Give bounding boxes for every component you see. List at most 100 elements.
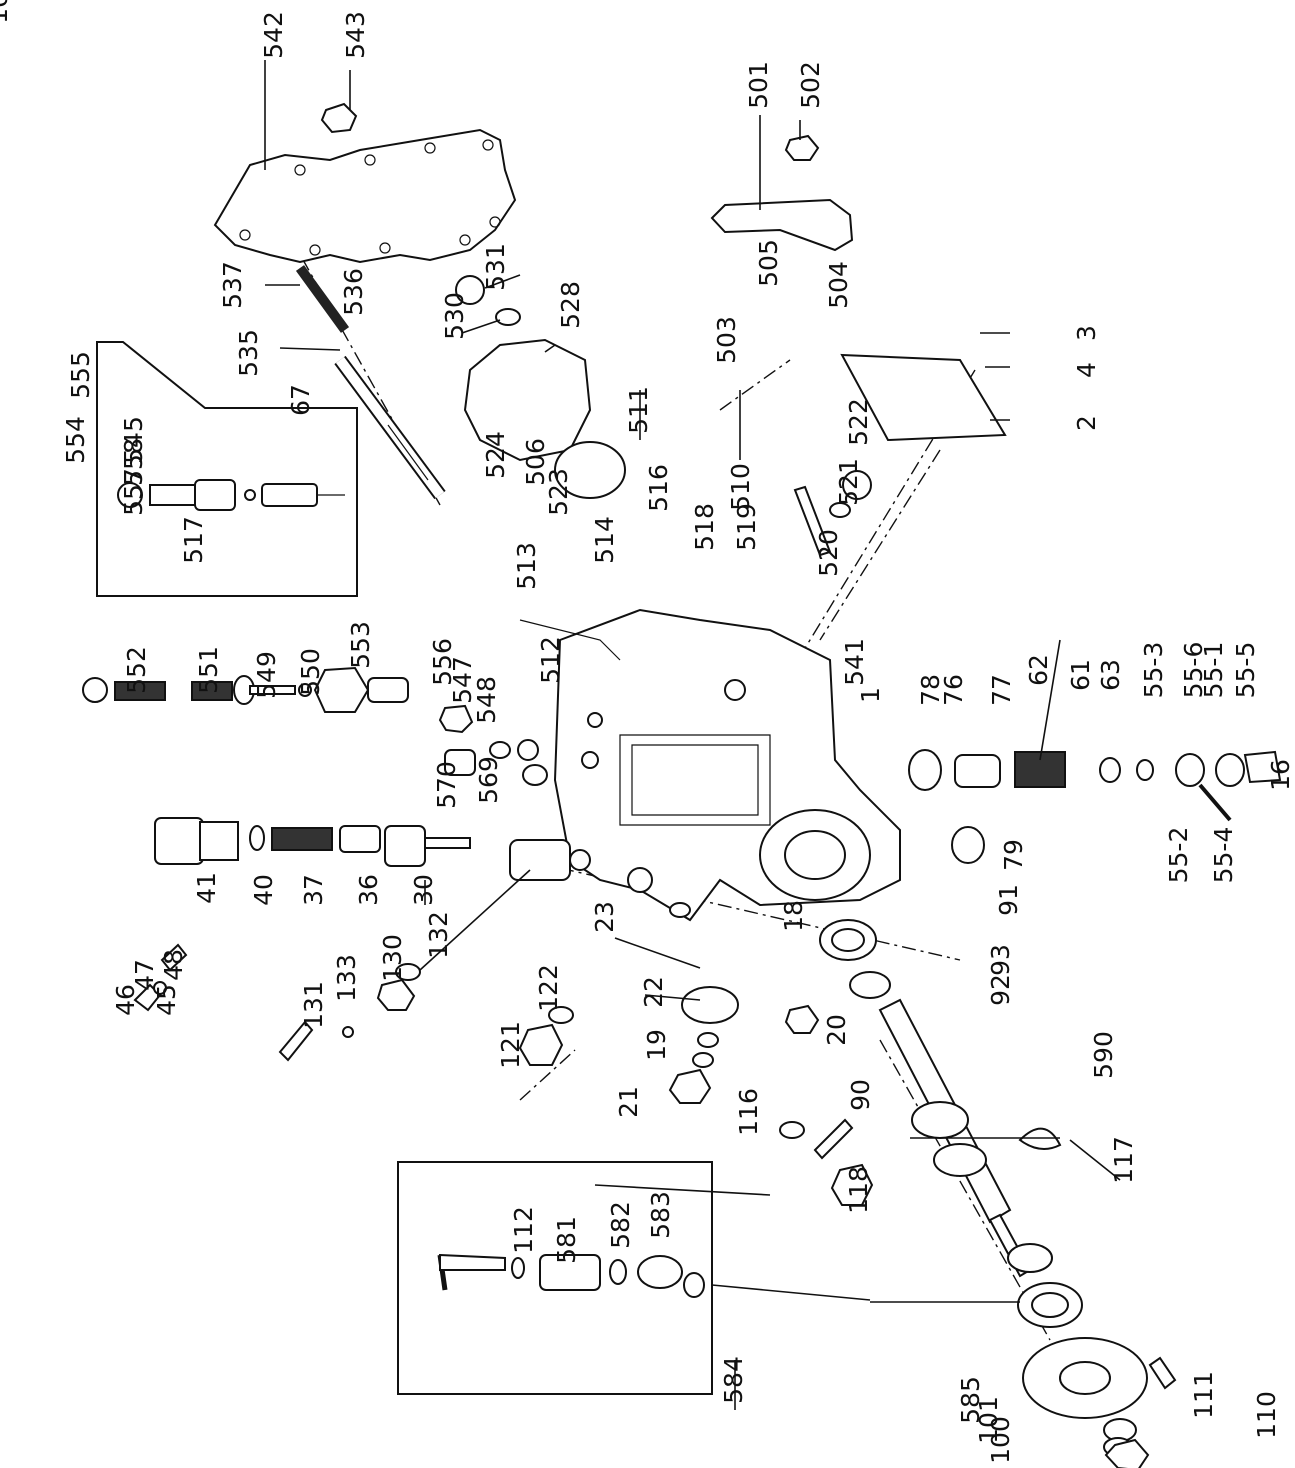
callout-501: 501 <box>744 61 773 109</box>
callout-570: 570 <box>432 761 461 809</box>
callout-518: 518 <box>690 503 719 551</box>
callout-91: 91 <box>994 884 1023 916</box>
callout-569: 569 <box>474 756 503 804</box>
callout-100: 100 <box>986 1416 1015 1464</box>
plunger-spring-group <box>908 749 1282 864</box>
governor-cover <box>463 338 592 462</box>
bearings <box>819 919 1083 1328</box>
callout-55-4: 55-4 <box>1209 827 1238 884</box>
callout-503: 503 <box>712 316 741 364</box>
callout-585: 585 <box>956 1376 985 1424</box>
callout-584: 584 <box>719 1356 748 1404</box>
callout-79: 79 <box>999 839 1028 871</box>
callout-55-1: 55-1 <box>1199 642 1228 699</box>
fasteners <box>133 102 874 1206</box>
callout-61: 61 <box>1066 659 1095 691</box>
end-flange <box>1022 1337 1148 1457</box>
callout-20: 20 <box>822 1014 851 1046</box>
callout-133: 133 <box>332 954 361 1002</box>
callout-112: 112 <box>509 1206 538 1254</box>
callout-502: 502 <box>796 61 825 109</box>
callout-55-2: 55-2 <box>1164 827 1193 884</box>
callout-557: 557 <box>119 468 148 516</box>
callout-46: 46 <box>111 984 140 1016</box>
callout-549: 549 <box>252 651 281 699</box>
callout-16: 16 <box>1266 759 1295 791</box>
inspection-plate <box>840 353 1007 442</box>
callout-132: 132 <box>424 911 453 959</box>
callout-521: 521 <box>834 458 863 506</box>
callout-41: 41 <box>192 872 221 904</box>
callout-590: 590 <box>1089 1031 1118 1079</box>
callout-90: 90 <box>846 1079 875 1111</box>
callout-556: 556 <box>428 638 457 686</box>
callout-63: 63 <box>1096 659 1125 691</box>
callout-520: 520 <box>814 529 843 577</box>
callout-524: 524 <box>481 431 510 479</box>
callout-110: 110 <box>1252 1391 1281 1439</box>
callout-531: 531 <box>481 243 510 291</box>
key-112 <box>1018 1127 1062 1150</box>
bolt-104 <box>1148 1356 1177 1390</box>
callout-45: 45 <box>152 984 181 1016</box>
callout-519: 519 <box>732 503 761 551</box>
callout-504: 504 <box>824 261 853 309</box>
callout-122: 122 <box>534 964 563 1012</box>
cover-gasket-holes <box>239 139 501 256</box>
callout-555: 555 <box>66 351 95 399</box>
callout-513: 513 <box>512 542 541 590</box>
pump-housing <box>519 608 901 922</box>
callout-121: 121 <box>496 1021 525 1069</box>
callout-554: 554 <box>61 416 90 464</box>
callout-22: 22 <box>639 976 668 1008</box>
callout-541: 541 <box>840 638 869 686</box>
callout-40: 40 <box>249 874 278 906</box>
inset-box-bottom <box>397 1161 713 1395</box>
callout-78: 78 <box>916 674 945 706</box>
callout-55-5: 55-5 <box>1231 642 1260 699</box>
callout-547: 547 <box>448 656 477 704</box>
callout-1: 1 <box>856 687 885 703</box>
callout-130: 130 <box>378 934 407 982</box>
callout-77: 77 <box>987 674 1016 706</box>
callout-511: 511 <box>624 386 653 434</box>
callout-550: 550 <box>296 648 325 696</box>
inset-bottom-parts <box>437 1253 705 1298</box>
callout-76: 76 <box>939 674 968 706</box>
callout-21: 21 <box>614 1086 643 1118</box>
callout-505: 505 <box>754 239 783 287</box>
overflow-valve-group <box>82 666 409 713</box>
callout-510: 510 <box>726 463 755 511</box>
callout-545: 545 <box>119 416 148 464</box>
callout-116: 116 <box>734 1088 763 1136</box>
callout-558: 558 <box>119 438 148 486</box>
callout-582: 582 <box>606 1201 635 1249</box>
callout-118: 118 <box>844 1166 873 1214</box>
callout-3: 3 <box>1072 325 1101 341</box>
callout-530: 530 <box>440 292 469 340</box>
callout-516: 516 <box>644 464 673 512</box>
callout-47: 47 <box>130 959 159 991</box>
callout-542: 542 <box>259 11 288 59</box>
callout-535: 535 <box>234 329 263 377</box>
callout-537: 537 <box>218 261 247 309</box>
delivery-valve-group <box>154 817 471 867</box>
callout-101: 101 <box>974 1396 1003 1444</box>
callout-522: 522 <box>844 398 873 446</box>
callout-111: 111 <box>1189 1371 1218 1419</box>
callout-117: 117 <box>1109 1136 1138 1184</box>
callout-19: 19 <box>642 1029 671 1061</box>
callout-36: 36 <box>354 874 383 906</box>
callout-55-6: 55-6 <box>1179 642 1208 699</box>
callout-543: 543 <box>341 11 370 59</box>
callout-506: 506 <box>521 438 550 486</box>
callout-517: 517 <box>179 516 208 564</box>
callout-512: 512 <box>536 636 565 684</box>
callout-30: 30 <box>409 874 438 906</box>
leader-lines <box>264 60 1121 1410</box>
callout-514: 514 <box>590 516 619 564</box>
callout-536: 536 <box>339 268 368 316</box>
callout-552: 552 <box>122 646 151 694</box>
